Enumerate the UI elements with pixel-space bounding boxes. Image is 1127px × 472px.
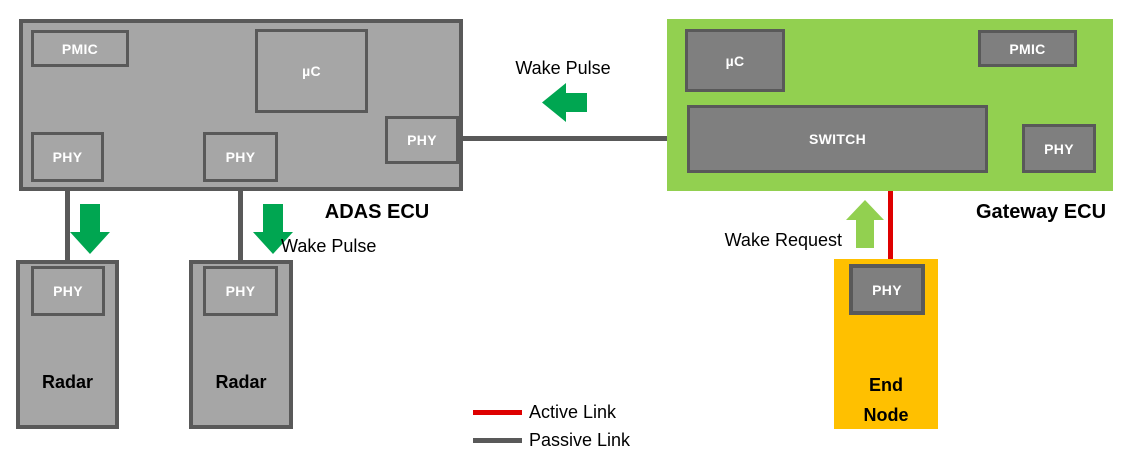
gateway-switch-label: SWITCH xyxy=(808,131,866,147)
adas-phy1-label: PHY xyxy=(52,149,83,165)
passive-link-line-radar2 xyxy=(238,180,243,266)
wake-request-label: Wake Request xyxy=(724,230,842,250)
adas-pmic-label: PMIC xyxy=(61,40,99,57)
adas-phy3-label: PHY xyxy=(407,132,437,148)
end-node-title: End Node xyxy=(863,375,909,425)
gateway-ecu-title: Gateway ECU xyxy=(975,201,1107,223)
legend-passive-link-line xyxy=(473,438,522,443)
end-node-phy-label: PHY xyxy=(872,281,902,298)
wake-request-up-arrow-icon xyxy=(846,200,884,248)
adas-pmic-block: PMIC xyxy=(31,30,129,67)
adas-phy3-block: PHY xyxy=(385,116,459,164)
legend-passive-link-label: Passive Link xyxy=(529,430,631,450)
wake-pulse-radar-label: Wake Pulse xyxy=(281,236,377,256)
passive-link-line-backbone xyxy=(459,136,687,141)
legend-active-link-label: Active Link xyxy=(529,402,617,422)
wake-pulse-left-arrow-icon xyxy=(542,83,587,122)
gateway-pmic-block: PMIC xyxy=(978,30,1077,67)
wake-pulse-down-arrow1-icon xyxy=(70,204,110,254)
gateway-pmic-label: PMIC xyxy=(1009,40,1046,57)
adas-phy1-block: PHY xyxy=(31,132,104,182)
adas-microcontroller-label: µC xyxy=(302,63,321,79)
legend-active-link-line xyxy=(473,410,522,415)
radar2-phy-label: PHY xyxy=(225,283,256,299)
end-node-phy-block: PHY xyxy=(849,264,925,315)
gateway-phy-block: PHY xyxy=(1022,124,1096,173)
wake-pulse-top-label: Wake Pulse xyxy=(515,58,611,78)
gateway-phy-label: PHY xyxy=(1044,140,1074,157)
radar1-phy-block: PHY xyxy=(31,266,105,316)
adas-phy2-block: PHY xyxy=(203,132,278,182)
gateway-switch-block: SWITCH xyxy=(687,105,988,173)
adas-phy2-label: PHY xyxy=(225,149,256,165)
radar1-title: Radar xyxy=(41,372,94,392)
active-link-line-endnode xyxy=(888,172,893,265)
radar2-title: Radar xyxy=(215,372,267,392)
radar1-phy-label: PHY xyxy=(53,283,83,299)
gateway-microcontroller-block: µC xyxy=(685,29,785,92)
adas-ecu-title: ADAS ECU xyxy=(324,201,430,223)
radar2-phy-block: PHY xyxy=(203,266,278,316)
adas-microcontroller-block: µC xyxy=(255,29,368,113)
wake-pulse-down-arrow2-icon xyxy=(253,204,293,254)
passive-link-line-radar1 xyxy=(65,180,70,266)
gateway-microcontroller-label: µC xyxy=(725,52,745,69)
